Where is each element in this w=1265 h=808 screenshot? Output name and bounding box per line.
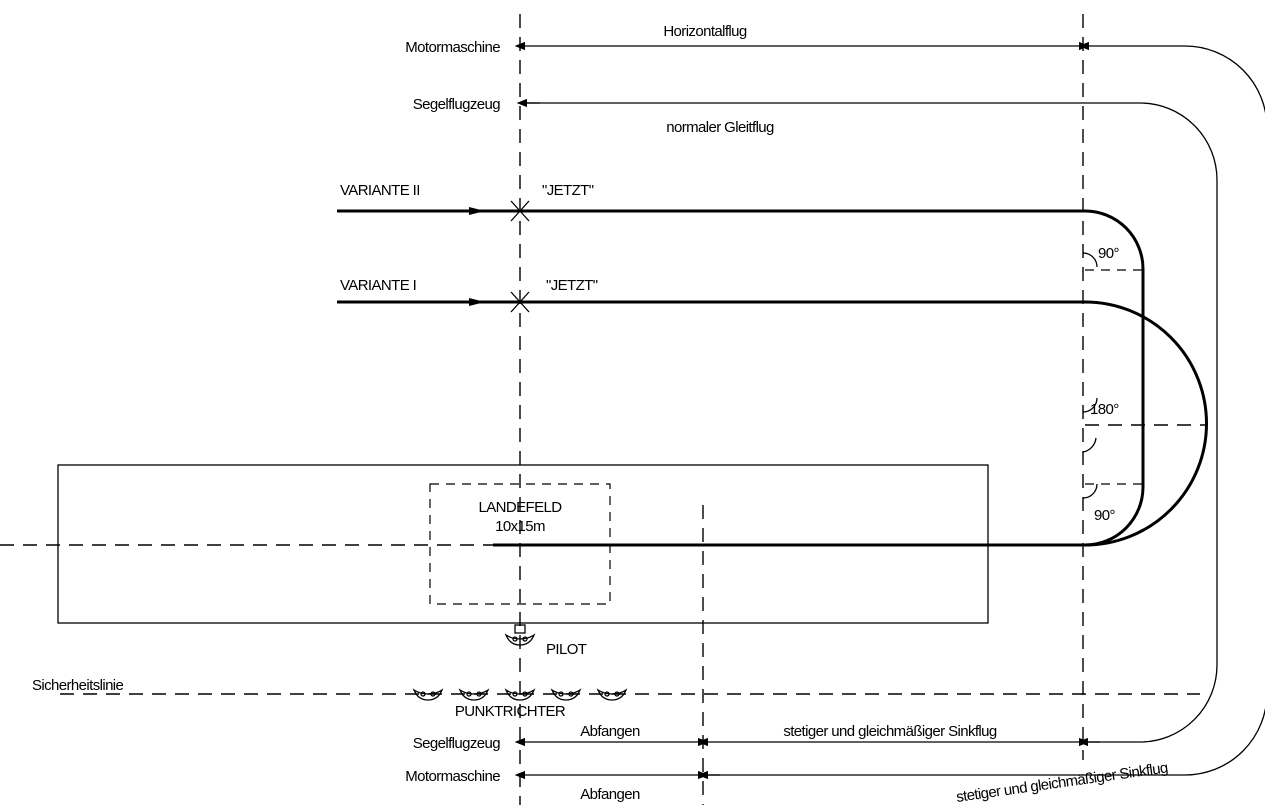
judge-icon bbox=[458, 688, 490, 701]
label-jetzt-1: "JETZT" bbox=[546, 277, 598, 294]
judge-icon bbox=[596, 688, 628, 701]
label-angle-180: 180° bbox=[1090, 401, 1119, 418]
label-sinkflug-1: stetiger und gleichmäßiger Sinkflug bbox=[783, 723, 997, 740]
angle-arc-90-bottom bbox=[1082, 483, 1098, 499]
label-sicherheitslinie: Sicherheitslinie bbox=[32, 677, 124, 694]
label-abfangen-1: Abfangen bbox=[580, 723, 640, 740]
label-abfangen-2: Abfangen bbox=[580, 786, 640, 803]
pilot-icon bbox=[504, 624, 536, 646]
label-variante-1: VARIANTE I bbox=[340, 277, 416, 294]
flight-path-motormaschine bbox=[708, 45, 1265, 776]
jetzt-marker-1 bbox=[510, 291, 530, 313]
label-angle-90-bottom: 90° bbox=[1094, 507, 1115, 524]
angle-arc-180 bbox=[1082, 437, 1097, 453]
label-punktrichter: PUNKTRICHTER bbox=[455, 703, 566, 720]
flight-path-variante-2 bbox=[337, 209, 1145, 547]
label-motormaschine-bottom: Motormaschine bbox=[405, 768, 500, 785]
label-segelflugzeug-top: Segelflugzeug bbox=[413, 96, 501, 113]
label-horizontalflug: Horizontalflug bbox=[663, 23, 747, 40]
flight-path-segelflugzeug bbox=[527, 102, 1218, 743]
label-jetzt-2: "JETZT" bbox=[542, 182, 594, 199]
label-gleitflug: normaler Gleitflug bbox=[666, 119, 774, 136]
label-variante-2: VARIANTE II bbox=[340, 182, 420, 199]
angle-arc-180-top bbox=[1082, 397, 1098, 413]
judge-icon bbox=[550, 688, 582, 701]
label-motormaschine-top: Motormaschine bbox=[405, 39, 500, 56]
label-angle-90-top: 90° bbox=[1098, 245, 1119, 262]
label-landefeld: LANDEFELD bbox=[479, 499, 563, 516]
jetzt-marker-2 bbox=[510, 200, 530, 222]
angle-arc-90-top bbox=[1082, 252, 1098, 268]
label-sinkflug-2: stetiger und gleichmäßiger Sinkflug bbox=[955, 759, 1169, 806]
label-pilot: PILOT bbox=[546, 641, 587, 658]
label-landefeld-size: 10x15m bbox=[495, 518, 545, 535]
judge-icon bbox=[412, 688, 444, 701]
label-segelflugzeug-bottom: Segelflugzeug bbox=[413, 735, 501, 752]
judge-icon bbox=[504, 688, 536, 701]
flight-path-variante-1 bbox=[337, 300, 1208, 547]
